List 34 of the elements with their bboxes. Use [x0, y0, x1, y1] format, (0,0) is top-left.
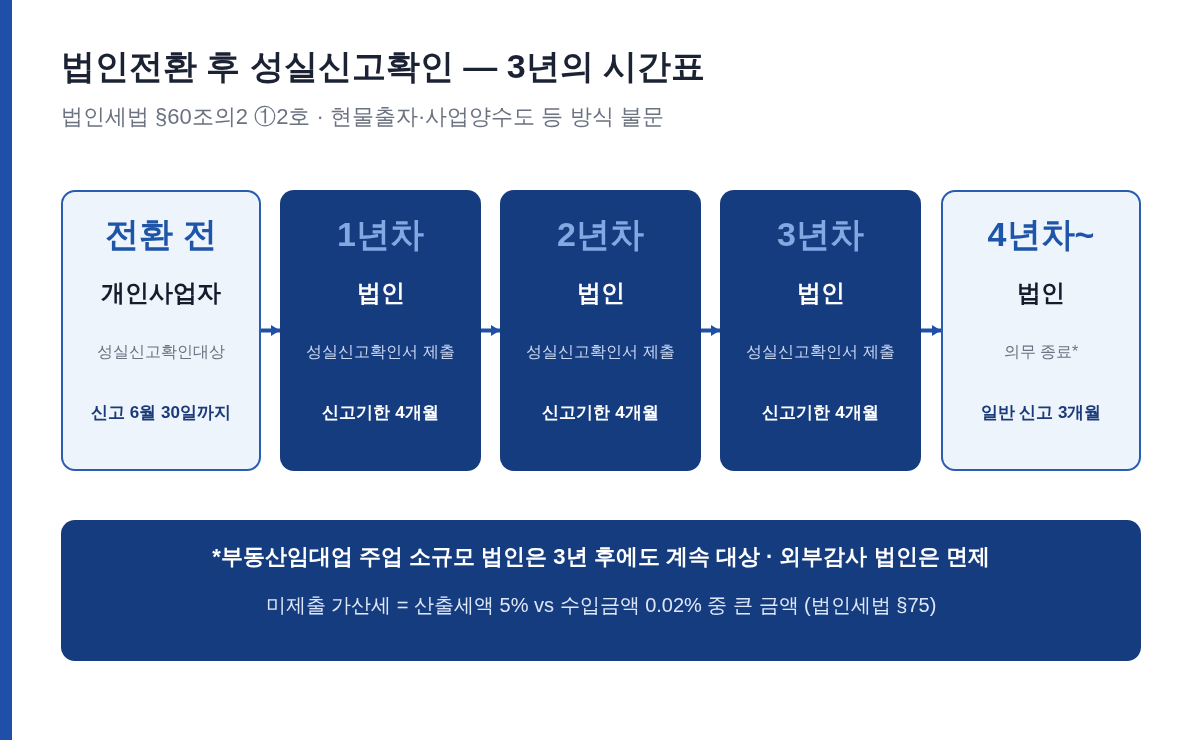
description: 의무 종료* [1003, 342, 1079, 362]
arrow [261, 325, 280, 336]
description: 성실신고확인서 제출 [306, 342, 455, 362]
stage-title: 3년차 [777, 214, 864, 255]
stage-title: 4년차~ [987, 214, 1095, 255]
timeline-card [941, 190, 1141, 471]
timeline-card [720, 190, 921, 471]
deadline-text: 신고기한 4개월 [542, 402, 659, 424]
description: 성실신고확인서 제출 [746, 342, 895, 362]
title: 법인전환 후 성실신고확인 — 3년의 시간표 [61, 46, 706, 87]
description: 성실신고확인대상 [97, 342, 225, 362]
penalty-text: 미제출 가산세 = 산출세액 5% vs 수입금액 0.02% 중 큰 금액 (법인세법 §75) [265, 593, 937, 618]
arrow [481, 325, 500, 336]
note-text: *부동산임대업 주업 소규모 법인은 3년 후에도 계속 대상 · 외부감사 법인은 면제 [212, 543, 990, 571]
stage-title: 전환 전 [105, 214, 217, 255]
stage-title: 2년차 [557, 214, 644, 255]
deadline-text: 신고 6월 30일까지 [91, 402, 231, 424]
description: 성실신고확인서 제출 [526, 342, 675, 362]
timeline-card [500, 190, 701, 471]
entity-label: 개인사업자 [101, 278, 221, 308]
timeline-card [61, 190, 261, 471]
entity-label: 법인 [356, 278, 405, 308]
entity-label: 법인 [576, 278, 625, 308]
stage-title: 1년차 [337, 214, 424, 255]
note-panel [61, 520, 1141, 661]
deadline-text: 신고기한 4개월 [762, 402, 879, 424]
arrow [921, 325, 941, 336]
arrow [701, 325, 720, 336]
timeline-card [280, 190, 481, 471]
entity-label: 법인 [796, 278, 845, 308]
deadline-text: 일반 신고 3개월 [980, 402, 1102, 424]
deadline-text: 신고기한 4개월 [322, 402, 439, 424]
subtitle: 법인세법 §60조의2 ①2호 · 현물출자·사업양수도 등 방식 불문 [61, 103, 664, 131]
entity-label: 법인 [1017, 278, 1065, 308]
